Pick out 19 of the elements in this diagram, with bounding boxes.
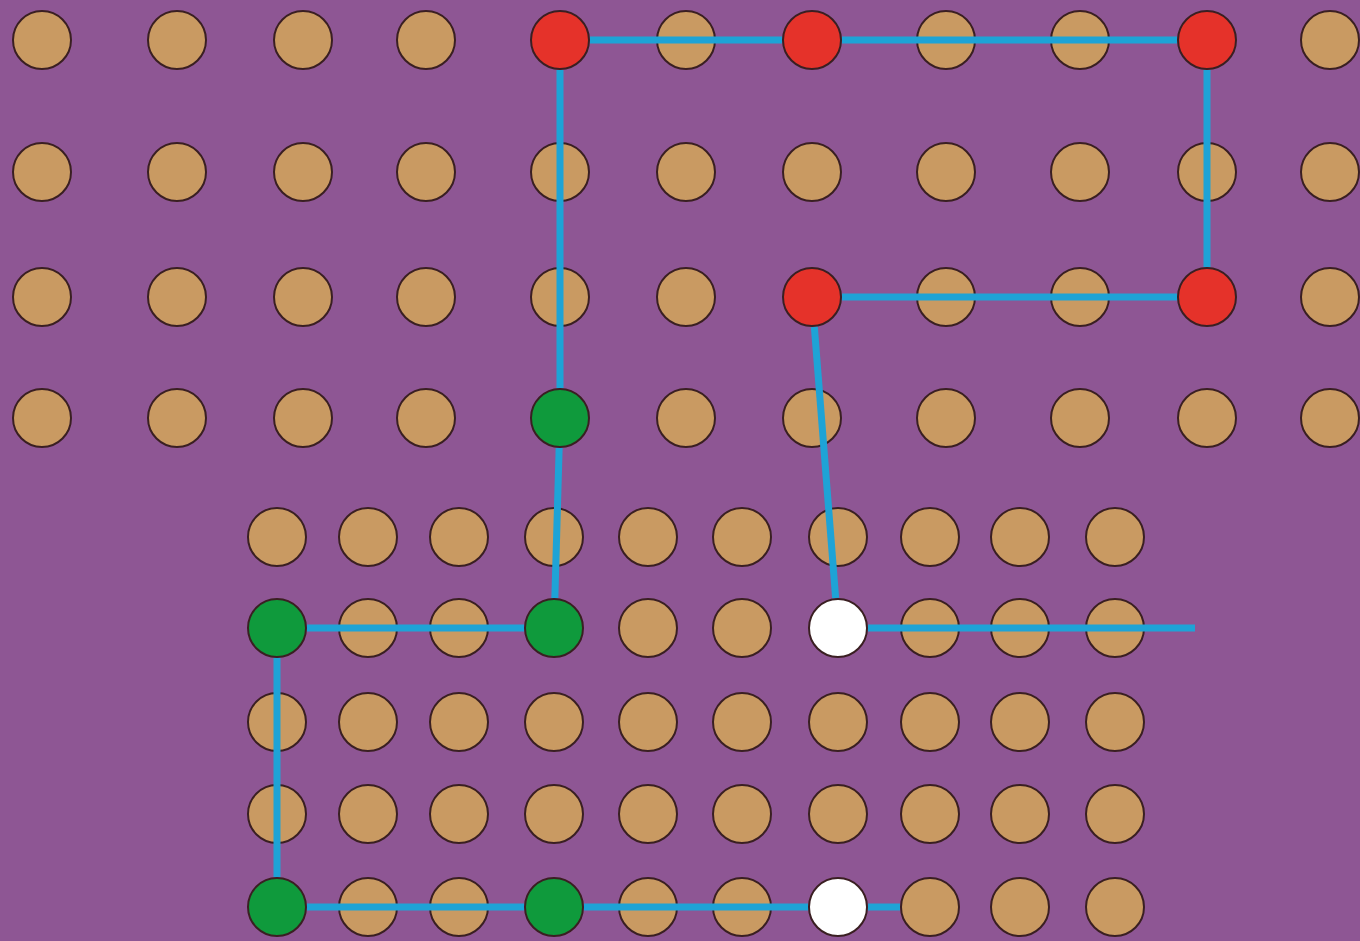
peg-circle	[247, 598, 307, 658]
peg-circle	[530, 10, 590, 70]
peg-circle	[808, 598, 868, 658]
connector-line	[590, 36, 782, 44]
peg-circle	[530, 388, 590, 448]
connector-line	[556, 70, 564, 388]
peg-circle	[808, 877, 868, 937]
connector-line	[842, 293, 1177, 301]
connector-line	[868, 903, 900, 911]
peg-circle	[1177, 10, 1237, 70]
peg-circle	[524, 877, 584, 937]
connector-line	[1203, 70, 1211, 267]
peg-circle	[782, 267, 842, 327]
peg-circle	[782, 10, 842, 70]
peg-circle	[900, 877, 960, 937]
peg-circle	[1177, 267, 1237, 327]
connector-line	[842, 36, 1177, 44]
peg-circle	[247, 877, 307, 937]
peg-circle	[524, 598, 584, 658]
